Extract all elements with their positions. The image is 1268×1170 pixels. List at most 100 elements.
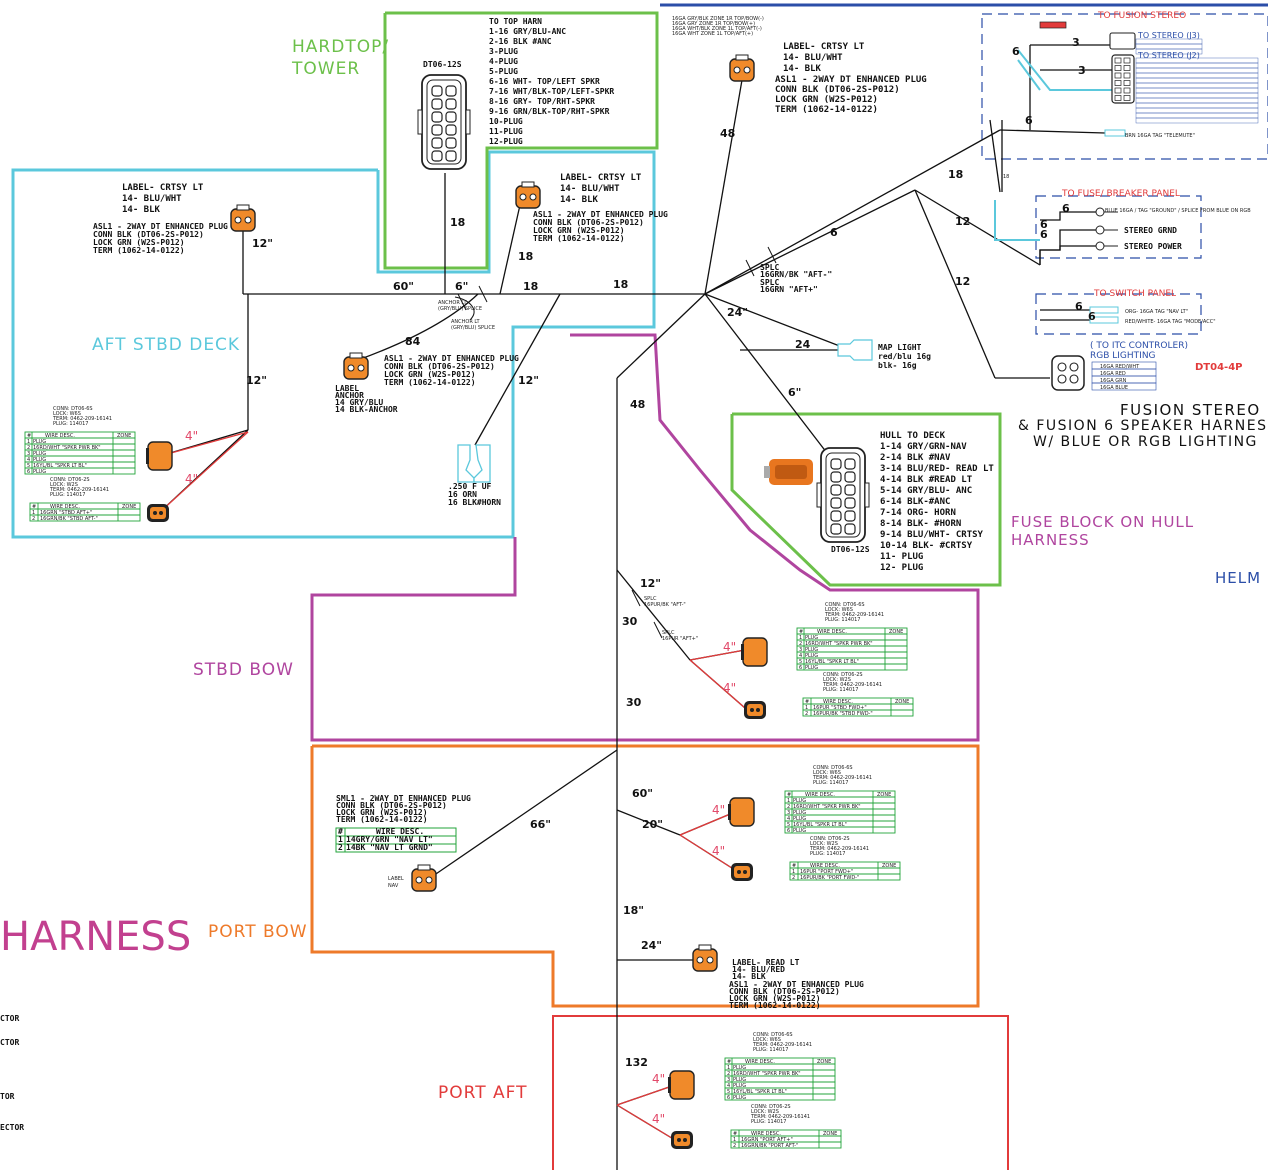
nav-plug-line: CONN BLK (DT06-2S-P012) bbox=[336, 801, 447, 810]
rgb-row-text: 16GA BLUE bbox=[1100, 385, 1128, 391]
table-meta-line: TERM: 0462-209-16141 bbox=[812, 775, 872, 781]
anchor-splice-line: (GRY/BLU) SPLICE bbox=[438, 306, 482, 312]
dt06-12s-hull-connector bbox=[816, 447, 870, 543]
hardtop-pinout-line: 6-16 WHT- TOP/LEFT SPKR bbox=[489, 77, 600, 86]
port-aft-border bbox=[552, 1015, 1009, 1170]
table-row-desc: PLUG bbox=[805, 665, 818, 671]
hardtop-pinout-line: 3-PLUG bbox=[489, 47, 518, 56]
switch-row-nav: ORG- 16GA TAG "NAV LT" bbox=[1125, 309, 1188, 315]
crtsy-a-plug-line: ASL1 - 2WAY DT ENHANCED PLUG bbox=[93, 222, 228, 231]
switch-panel-dashed-box bbox=[1035, 293, 1202, 335]
length-l6i: 6 bbox=[1075, 300, 1083, 313]
table-head: ZONE bbox=[889, 629, 903, 635]
table-head: ZONE bbox=[877, 792, 891, 798]
stbd-bow-splice-line: SPLC bbox=[662, 630, 675, 636]
table-row-num: 2 bbox=[338, 843, 343, 852]
anchor-plug-line: CONN BLK (DT06-2S-P012) bbox=[384, 362, 495, 371]
stbd-aft-dt06-2s-connector bbox=[147, 504, 169, 522]
length-l12a: 12" bbox=[252, 237, 273, 250]
stereo-power-label: STEREO POWER bbox=[1124, 242, 1182, 251]
stbd-bow-splice-line: SPLC bbox=[644, 596, 657, 602]
table-meta-line: LOCK: W6S bbox=[753, 1037, 781, 1043]
hardtop-pinout-line: 7-16 WHT/BLK-TOP/LEFT-SPKR bbox=[489, 87, 614, 96]
length-l30b: 30 bbox=[626, 696, 642, 709]
table-head: # bbox=[32, 504, 36, 510]
hardtop-border bbox=[383, 11, 659, 270]
hull-pinout-line: 5-14 GRY/BLU- ANC bbox=[880, 486, 972, 496]
table-meta-line: PLUG: 114017 bbox=[813, 780, 848, 786]
fuse-panel-dashed-box bbox=[1035, 195, 1202, 259]
length-l3a: 3 bbox=[1072, 36, 1080, 49]
table-meta-line: LOCK: W6S bbox=[813, 770, 841, 776]
crtsy-lt-connector-a bbox=[230, 204, 256, 232]
table-row-num: 5 bbox=[787, 822, 790, 828]
table-row-desc: 16PUR "PORT FWD+" bbox=[800, 869, 853, 875]
table-row-desc: 16RD/WHT "SPKR PWR BK" bbox=[793, 804, 861, 810]
table-row-num: 4 bbox=[787, 816, 790, 822]
length-l6i-b: 6 bbox=[1088, 310, 1096, 323]
port-bow-zone-label: PORT BOW bbox=[208, 922, 308, 942]
itc-label: ( TO ITC CONTROLER) bbox=[1090, 341, 1188, 351]
table-head: ZONE bbox=[122, 504, 136, 510]
top-wire-line: 16GA WHT/BLK ZONE 1L TOP/AFT(-) bbox=[672, 26, 762, 32]
crtsy-b-line: LABEL- CRTSY LT bbox=[560, 173, 642, 183]
table-meta-line: TERM: 0462-209-16141 bbox=[824, 612, 884, 618]
anchor-plug-line: LOCK GRN (W2S-P012) bbox=[384, 370, 476, 379]
length-l18a: 18 bbox=[450, 216, 465, 229]
length-l6h: 6 bbox=[1040, 228, 1048, 241]
read-plug-line: CONN BLK (DT06-2S-P012) bbox=[729, 987, 840, 996]
red-length-4: 4" bbox=[712, 803, 725, 817]
table-meta-line: LOCK: W6S bbox=[53, 411, 81, 417]
stbd-bow-dt06-2s-connector bbox=[744, 701, 766, 719]
nav-label-line: NAV bbox=[388, 883, 399, 889]
length-l30a: 30 bbox=[622, 615, 638, 628]
crtsy-a-plug-line: LOCK GRN (W2S-P012) bbox=[93, 238, 185, 247]
hull-pinout-line: 4-14 BLK #READ LT bbox=[880, 475, 973, 485]
table-row-num: 1 bbox=[787, 798, 790, 804]
rgb-row bbox=[1091, 382, 1157, 391]
crtsy-a-plug-line: CONN BLK (DT06-2S-P012) bbox=[93, 230, 204, 239]
power-fuse-icon bbox=[1039, 21, 1067, 29]
table-meta-line: LOCK: W2S bbox=[50, 482, 78, 488]
table-row-desc: 14GRY/GRN "NAV LT" bbox=[346, 835, 433, 844]
table-head: ZONE bbox=[882, 863, 896, 869]
length-l18d: 18 bbox=[613, 278, 628, 291]
table-meta-line: PLUG: 114017 bbox=[810, 851, 845, 857]
table-row-desc: PLUG bbox=[793, 798, 806, 804]
to-stereo-j2-label: TO STEREO (J2) bbox=[1137, 51, 1200, 60]
hardtop-pinout-line: 10-PLUG bbox=[489, 117, 523, 126]
red-length-6: 4" bbox=[652, 1072, 665, 1086]
table-row-num: 2 bbox=[787, 804, 790, 810]
table-head: WIRE DESC. bbox=[50, 504, 80, 510]
tower-zone-label: TOWER bbox=[291, 59, 360, 79]
length-l60: 60" bbox=[393, 280, 414, 293]
table-row-num: 2 bbox=[792, 875, 795, 881]
read-label-line: 14- BLU/RED bbox=[732, 965, 785, 974]
table-head: WIRE DESC. bbox=[376, 827, 424, 836]
map-light-connector bbox=[837, 339, 873, 361]
red-length-7: 4" bbox=[652, 1112, 665, 1126]
crtsy-b-line: 14- BLK bbox=[560, 195, 599, 205]
table-head: # bbox=[727, 1059, 731, 1065]
stereo-j2-connector bbox=[1039, 21, 1259, 124]
crtsy-c-plug-line: CONN BLK (DT06-2S-P012) bbox=[775, 85, 900, 95]
crtsy-a-line: 14- BLK bbox=[122, 205, 161, 215]
splice-mark bbox=[631, 589, 641, 607]
nav-plug-line: SML1 - 2WAY DT ENHANCED PLUG bbox=[336, 794, 471, 803]
length-l12b: 12" bbox=[246, 374, 267, 387]
table-head: WIRE DESC. bbox=[817, 629, 847, 635]
top-wire-line: 16GA GRY/BLK ZONE 1R TOP/BOW(-) bbox=[672, 16, 764, 22]
crtsy-a-line: LABEL- CRTSY LT bbox=[122, 183, 204, 193]
rgb-row-text: 16GA RED bbox=[1100, 371, 1126, 377]
table-row-desc: PLUG bbox=[33, 451, 46, 457]
helm-splice-line: SPLC bbox=[760, 263, 779, 272]
to-fuse-breaker-label: TO FUSE/ BREAKER PANEL bbox=[1061, 189, 1180, 199]
crtsy-b-plug-line: ASL1 - 2WAY DT ENHANCED PLUG bbox=[533, 210, 668, 219]
table-head: WIRE DESC. bbox=[45, 433, 75, 439]
telemute-label: BRN 16GA TAG "TELEMUTE" bbox=[1125, 133, 1195, 139]
